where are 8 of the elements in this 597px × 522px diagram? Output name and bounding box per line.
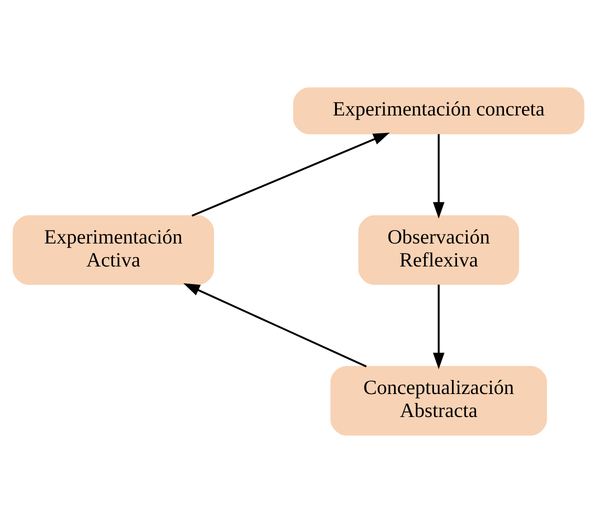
- arrow: [432, 284, 444, 369]
- arrow: [192, 132, 390, 216]
- node-box: Experimentación Activa: [12, 214, 214, 284]
- node-box: Conceptualización Abstracta: [330, 365, 547, 436]
- node-box: Observación Reflexiva: [358, 214, 520, 284]
- arrow: [183, 282, 367, 367]
- node-box: Experimentación concreta: [293, 86, 584, 134]
- arrow: [432, 134, 444, 218]
